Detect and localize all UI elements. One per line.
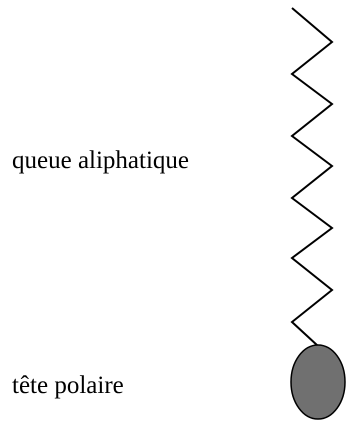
polar-head xyxy=(290,344,346,420)
head-label: tête polaire xyxy=(12,372,124,399)
tail-label: queue aliphatique xyxy=(12,147,190,174)
aliphatic-tail-zigzag xyxy=(290,7,334,347)
